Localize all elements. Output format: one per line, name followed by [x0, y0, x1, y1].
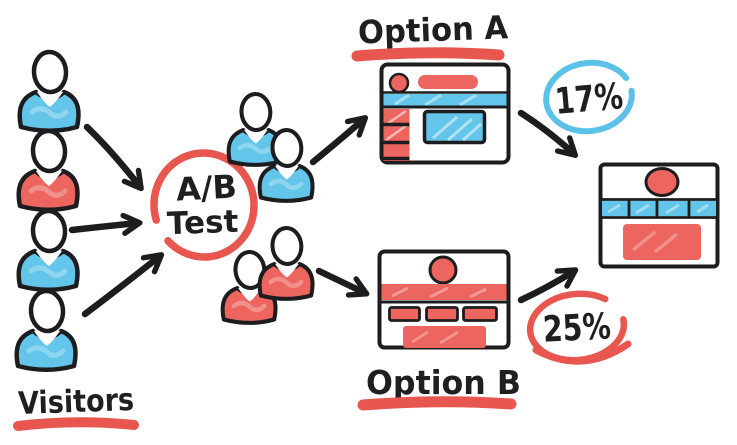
option-b-logo-icon	[428, 255, 458, 285]
winner-page-thumbnail	[598, 162, 720, 269]
winner-content-panel	[623, 224, 701, 260]
option-b-content-panel	[403, 326, 486, 348]
group-a-icons	[229, 93, 313, 201]
winner-logo-icon	[644, 167, 680, 197]
arrow-group-b-to-option-b	[315, 267, 370, 298]
option-b-node: Option B	[357, 249, 521, 411]
group-b-front-person-icon	[260, 227, 313, 299]
option-b-hero-texture	[391, 286, 487, 299]
conversion-a-value: 17%	[553, 76, 624, 123]
option-b-nav-button-1	[388, 306, 421, 322]
option-b-label: Option B	[366, 363, 521, 402]
option-b-page-thumbnail	[377, 249, 511, 350]
option-b-content-texture	[411, 330, 459, 345]
winner-nav-bar	[602, 201, 716, 216]
option-a-title-bar	[418, 75, 478, 89]
conversion-a-badge: 17%	[543, 59, 635, 135]
option-a-nav-texture	[394, 93, 477, 107]
conversion-b-value: 25%	[542, 306, 612, 351]
visitor-icon-1	[20, 51, 79, 131]
conversion-a-circle	[543, 59, 635, 135]
ab-test-node: A/B Test	[150, 149, 258, 261]
conversion-b-accent-arc	[532, 340, 632, 365]
winner-content-texture	[631, 230, 679, 254]
visitor-icon-3	[19, 210, 78, 290]
arrow-visitors-to-test-2	[68, 212, 143, 236]
option-b-hero-bar	[381, 284, 507, 300]
arrow-group-a-to-option-a	[309, 115, 369, 166]
option-a-nav-bar	[383, 94, 507, 106]
option-a-node: Option A	[351, 8, 511, 165]
option-a-page-thumbnail	[379, 62, 511, 165]
winner-nav-dividers	[627, 200, 691, 217]
arrow-option-a-to-winner	[517, 109, 579, 158]
visitors-group: Visitors	[13, 51, 139, 431]
ab-test-label-line1: A/B	[175, 167, 238, 208]
visitors-label: Visitors	[17, 382, 134, 422]
option-a-label: Option A	[357, 8, 508, 51]
option-b-nav-button-2	[425, 306, 459, 322]
arrow-option-b-to-winner	[517, 267, 579, 304]
option-a-sidebar-hatch	[385, 109, 408, 142]
option-b-nav-button-3	[462, 306, 498, 322]
option-a-sidebar-dividers	[383, 122, 410, 161]
visitor-icon-2	[19, 130, 78, 210]
visitors-underline	[13, 417, 139, 431]
option-a-logo-icon	[388, 72, 410, 94]
option-a-content-texture	[432, 115, 482, 142]
winner-nav-texture	[607, 203, 709, 215]
option-a-underline	[351, 47, 505, 62]
option-b-underline	[357, 396, 517, 411]
ab-test-circle	[150, 149, 258, 261]
arrow-visitors-to-test-1	[83, 123, 144, 192]
ab-test-label-line2: Test	[166, 204, 239, 242]
arrow-visitors-to-test-3	[81, 252, 165, 318]
visitor-icon-4	[17, 290, 76, 370]
conversion-b-badge: 25%	[526, 290, 632, 365]
